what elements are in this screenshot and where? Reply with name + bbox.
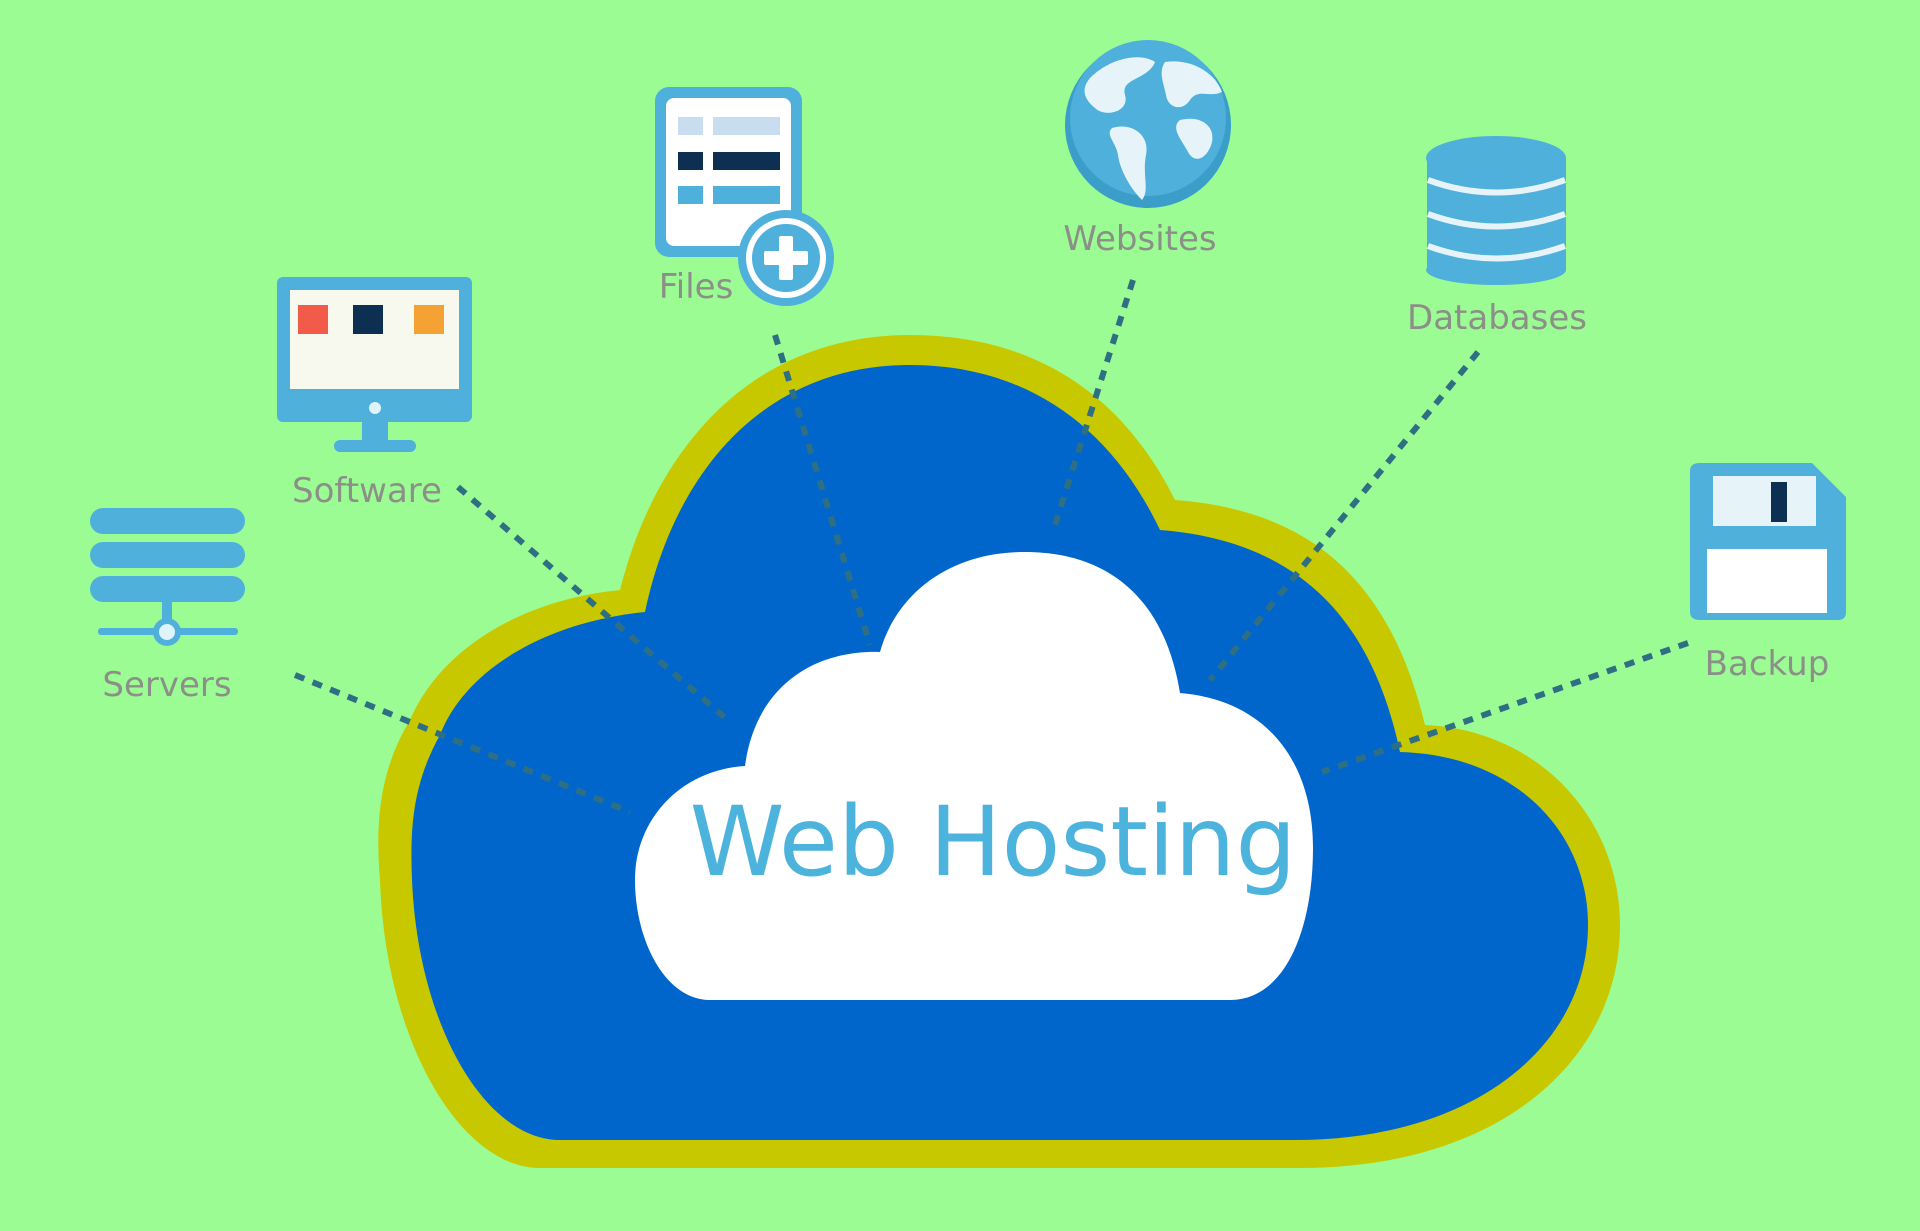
- connectors: [293, 279, 1689, 815]
- files-label: Files: [659, 267, 734, 307]
- main-title: Web Hosting: [690, 786, 1297, 898]
- connector-files: [772, 334, 873, 646]
- software-node: Software: [277, 277, 472, 511]
- backup-label: Backup: [1705, 644, 1830, 684]
- servers-node: Servers: [90, 508, 245, 705]
- databases-label: Databases: [1407, 298, 1587, 338]
- floppy-disk-icon: [1690, 463, 1846, 620]
- hosting-cloud: Web Hosting: [378, 335, 1621, 1168]
- connector-websites: [1052, 279, 1136, 526]
- databases-node: Databases: [1407, 136, 1587, 338]
- inner-cloud: [635, 552, 1313, 1000]
- servers-label: Servers: [102, 665, 231, 705]
- files-node: Files: [655, 87, 834, 307]
- servers-icon: [90, 508, 245, 646]
- database-icon: [1426, 136, 1567, 285]
- backup-node: Backup: [1690, 463, 1846, 684]
- connector-backup: [1321, 640, 1689, 775]
- connector-databases: [1207, 350, 1481, 682]
- file-add-icon: [655, 87, 834, 306]
- connector-software: [456, 484, 732, 725]
- globe-icon: [1065, 40, 1231, 208]
- software-label: Software: [292, 471, 442, 511]
- websites-label: Websites: [1063, 219, 1216, 259]
- websites-node: Websites: [1063, 40, 1231, 259]
- monitor-icon: [277, 277, 472, 452]
- connector-servers: [293, 672, 632, 815]
